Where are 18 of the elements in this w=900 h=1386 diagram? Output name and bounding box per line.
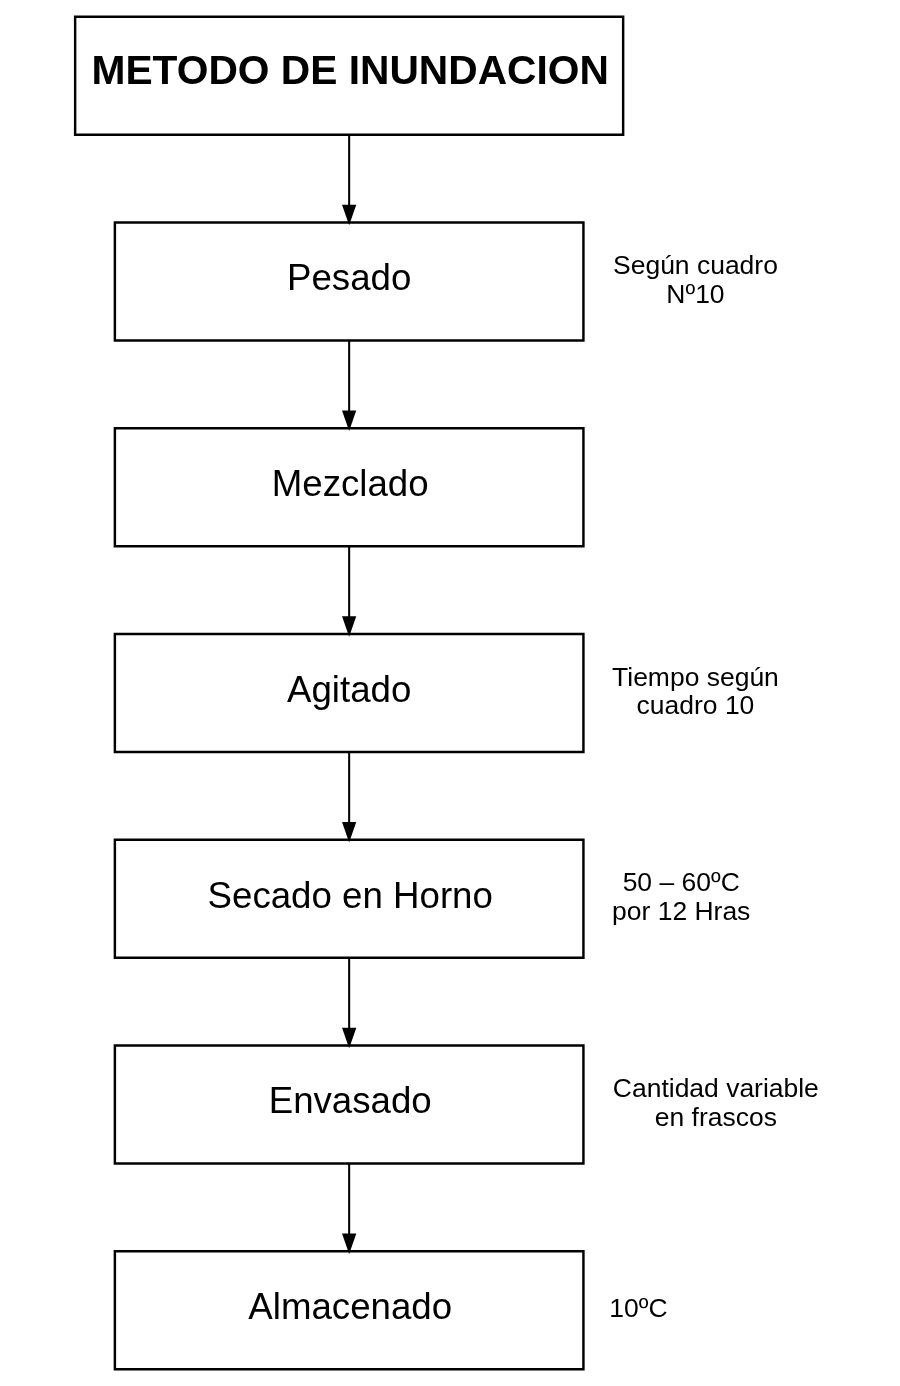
node-box: Agitado — [113, 632, 585, 754]
node-label: Según cuadro Nº10 — [612, 250, 778, 309]
node-label: 10ºC — [608, 1293, 668, 1324]
arrow — [341, 1163, 356, 1254]
arrow — [341, 546, 356, 637]
node-box: Almacenado — [113, 1249, 585, 1371]
node-box: Envasado — [113, 1044, 585, 1165]
arrow — [341, 752, 356, 843]
arrow — [341, 135, 356, 226]
arrow — [341, 958, 356, 1049]
node-label: 50 – 60ºC por 12 Hras — [611, 867, 750, 926]
node-box: Secado en Horno — [113, 838, 585, 960]
node-box: METODO DE INUNDACION — [73, 15, 624, 137]
arrow — [341, 340, 356, 431]
node-label: Cantidad variable en frascos — [612, 1073, 819, 1132]
node-label: Tiempo según cuadro 10 — [611, 661, 779, 721]
node-box: Pesado — [113, 221, 585, 342]
node-box: Mezclado — [113, 426, 585, 548]
